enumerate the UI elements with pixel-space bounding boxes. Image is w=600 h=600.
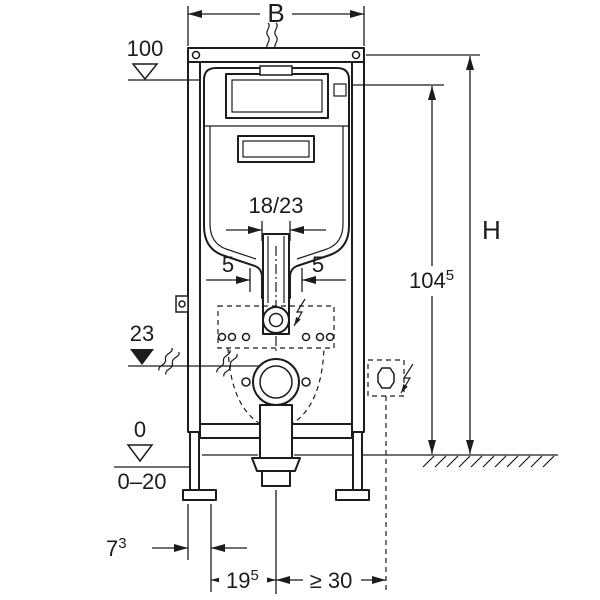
service-opening-tab xyxy=(259,65,293,76)
drain-level-label: 23 xyxy=(130,321,154,346)
width-label: B xyxy=(267,0,284,28)
bolt-hole xyxy=(241,332,251,342)
drain-flange xyxy=(251,457,301,472)
bolt-hole xyxy=(217,332,227,342)
frame-left-rail xyxy=(187,47,201,433)
foot-offset-base: 7 xyxy=(106,536,118,561)
frame-left-leg xyxy=(189,431,200,491)
mounting-hole-left xyxy=(191,50,201,60)
foot-offset-sup: 3 xyxy=(118,535,126,552)
flush-window-outer xyxy=(237,135,315,163)
dim-inner-height: 1045 xyxy=(353,84,461,454)
label-background xyxy=(219,566,267,593)
bolt-hole xyxy=(325,332,335,342)
pipe-break-stroke xyxy=(223,353,238,377)
floor-hatching xyxy=(422,455,555,468)
pipe-break-stroke xyxy=(266,22,270,50)
pipe-break-icon xyxy=(158,347,180,375)
inner-height-sup: 5 xyxy=(446,267,454,284)
cistern-inner-wall-right xyxy=(296,126,344,260)
level-marker-filled-icon xyxy=(130,349,154,365)
dim-offset-right: 5 xyxy=(301,252,346,292)
foot-offset-label: 73 xyxy=(106,535,127,561)
inner-height-base: 104 xyxy=(409,268,446,293)
dim-flush-pipe: 18/23 xyxy=(226,193,326,241)
fixing-bolt-left xyxy=(241,377,251,387)
dim-drain-offset: 195 xyxy=(211,490,277,594)
floor xyxy=(114,454,558,468)
drain-offset-label: 195 xyxy=(226,567,259,593)
drain-down-pipe xyxy=(259,404,293,459)
level-23: 23 xyxy=(128,321,260,367)
bolt-hole xyxy=(227,332,237,342)
dim-foot-offset: 73 xyxy=(106,504,247,592)
level-100-label: 100 xyxy=(127,36,164,61)
level-100: 100 xyxy=(127,36,200,81)
flush-window-inner xyxy=(242,140,310,158)
flush-pipe-dim-label: 18/23 xyxy=(248,193,303,218)
inner-height-label: 1045 xyxy=(409,267,454,293)
service-opening-outer xyxy=(225,73,329,119)
ball-joint-inner xyxy=(268,312,284,328)
frame-top-bar xyxy=(187,47,365,63)
fixing-bolt-right xyxy=(301,377,311,387)
connection-fittings xyxy=(217,306,335,342)
level-marker-open-icon xyxy=(126,444,154,463)
label-background xyxy=(303,566,361,593)
side-clearance-label: ≥ 30 xyxy=(310,568,353,593)
pipe-break-stroke xyxy=(158,347,173,371)
floor-range-label: 0–20 xyxy=(118,469,167,494)
electrical-box xyxy=(367,359,414,594)
rail-bracket-hole xyxy=(178,300,186,308)
drain-offset-base: 19 xyxy=(226,568,250,593)
frame-right-leg xyxy=(352,431,363,491)
level-0: 0 0–20 xyxy=(118,417,167,494)
floor-level-label: 0 xyxy=(134,417,146,442)
service-opening-inner xyxy=(231,79,323,113)
offset-right-label: 5 xyxy=(312,252,324,277)
mounting-hole-right xyxy=(351,50,361,60)
concealed-cistern xyxy=(203,65,350,299)
left-foot-plate xyxy=(182,489,217,501)
bolt-hole xyxy=(315,332,325,342)
drain-socket-inner xyxy=(259,365,293,399)
frame-right-rail xyxy=(351,47,365,433)
dim-width: B xyxy=(187,0,365,46)
pipe-break-stroke xyxy=(274,22,278,50)
flash-icon xyxy=(400,363,414,394)
pipe-break-stroke xyxy=(165,351,180,375)
flash-icon xyxy=(293,298,306,327)
height-label: H xyxy=(482,215,501,245)
dim-height: H xyxy=(366,54,501,454)
offset-left-label: 5 xyxy=(222,252,234,277)
pipe-break-icon xyxy=(266,22,278,50)
cistern-fitting-square xyxy=(333,83,347,97)
dim-side-clearance: ≥ 30 xyxy=(276,566,386,593)
conduit-octagon xyxy=(377,367,395,389)
pipe-break-stroke xyxy=(216,349,231,373)
cistern-inner-wall-left xyxy=(209,126,257,260)
drain-assembly xyxy=(241,358,311,487)
pipe-break-icon xyxy=(216,349,238,377)
drain-offset-sup: 5 xyxy=(250,567,258,584)
drain-stub xyxy=(261,470,291,487)
dim-offset-left: 5 xyxy=(206,252,251,292)
label-background xyxy=(403,266,461,296)
right-foot-plate xyxy=(335,489,370,501)
level-marker-open-icon xyxy=(131,63,159,81)
bolt-hole xyxy=(301,332,311,342)
